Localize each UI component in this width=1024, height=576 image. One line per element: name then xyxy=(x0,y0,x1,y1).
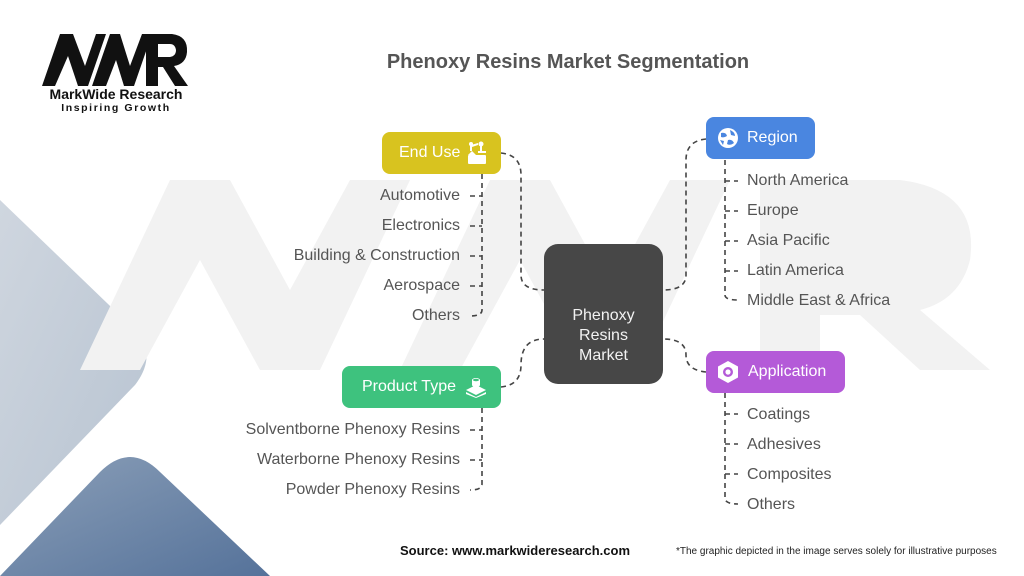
brand-logo: MarkWide Research Inspiring Growth xyxy=(36,30,196,115)
brand-tagline: Inspiring Growth xyxy=(61,102,171,114)
layers-icon xyxy=(465,378,486,398)
disclaimer-note: *The graphic depicted in the image serve… xyxy=(676,546,997,557)
list-item: Waterborne Phenoxy Resins xyxy=(256,451,460,468)
list-item: Building & Construction xyxy=(293,247,460,264)
category-label: End Use xyxy=(399,144,461,161)
connector-application-center xyxy=(662,338,707,373)
connector-product-center xyxy=(500,338,545,388)
list-item: Adhesives xyxy=(747,436,821,453)
list-item: Others xyxy=(411,307,460,324)
list-item: Asia Pacific xyxy=(747,232,830,249)
source-link[interactable]: Source: www.markwideresearch.com xyxy=(400,543,631,558)
center-node-label: Phenoxy Resins Market xyxy=(572,307,635,364)
list-item: North America xyxy=(747,172,849,189)
connector-region-items xyxy=(724,160,739,301)
list-item: Solventborne Phenoxy Resins xyxy=(245,421,460,438)
connector-application-items xyxy=(724,393,739,505)
connector-region-center xyxy=(662,138,707,291)
connector-enduse-center xyxy=(500,152,545,291)
hexagon-nut-icon xyxy=(718,361,738,383)
mwr-logo-mark xyxy=(42,34,188,86)
category-product-type: Product Type xyxy=(342,366,501,408)
category-end-use: End Use xyxy=(382,132,501,174)
connector-enduse-items xyxy=(469,174,483,317)
list-item: Europe xyxy=(747,202,799,219)
factory-icon xyxy=(468,141,487,164)
connector-product-items xyxy=(469,408,483,491)
list-item: Coatings xyxy=(747,406,811,423)
list-item: Latin America xyxy=(747,262,844,279)
list-item: Electronics xyxy=(381,217,460,234)
list-item: Middle East & Africa xyxy=(747,292,891,309)
center-node: Phenoxy Resins Market xyxy=(544,244,663,384)
list-item: Automotive xyxy=(379,187,460,204)
globe-icon xyxy=(718,128,738,148)
brand-name: MarkWide Research xyxy=(49,86,183,102)
list-item: Composites xyxy=(747,466,832,483)
category-application: Application xyxy=(706,351,845,393)
list-item: Powder Phenoxy Resins xyxy=(285,481,460,498)
page-title: Phenoxy Resins Market Segmentation xyxy=(386,51,750,73)
background-diamond-light xyxy=(0,200,147,525)
category-label: Region xyxy=(747,129,798,146)
category-label: Application xyxy=(748,363,827,380)
list-item: Others xyxy=(747,496,796,513)
category-label: Product Type xyxy=(362,378,456,395)
list-item: Aerospace xyxy=(383,277,461,294)
category-region: Region xyxy=(706,117,815,159)
background-diamond-dark xyxy=(0,457,270,576)
